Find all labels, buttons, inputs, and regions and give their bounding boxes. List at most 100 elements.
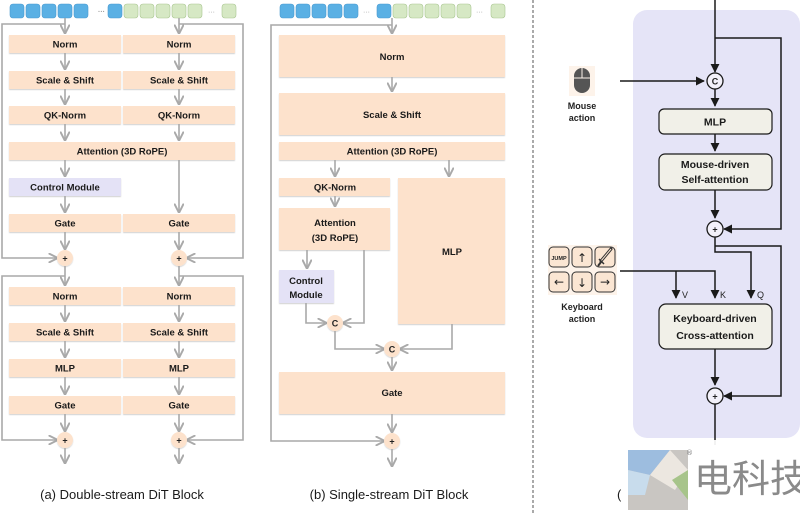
left-arrow-icon: ← (554, 275, 564, 289)
text-token (408, 3, 424, 19)
video-token (311, 3, 327, 19)
add-symbol: + (176, 436, 181, 446)
scale-shift-box (9, 71, 121, 89)
concat-node (384, 341, 400, 357)
mouse-icon (569, 66, 595, 96)
norm-label: Norm (53, 292, 78, 303)
video-token (57, 3, 73, 19)
token-row-b: ··· ··· (279, 3, 506, 19)
mlp-label: MLP (169, 364, 190, 375)
add-symbol: + (712, 225, 717, 235)
up-key (571, 246, 593, 268)
norm-box (9, 35, 121, 53)
residual-line-right (179, 23, 244, 258)
text-token (171, 3, 187, 19)
q-label: Q (757, 290, 764, 300)
key-arrow (620, 270, 720, 299)
token-ellipsis: ··· (208, 9, 215, 16)
text-token (490, 3, 506, 19)
keyboard-attention-label: Cross-attention (676, 330, 754, 342)
mlp-label: MLP (55, 364, 76, 375)
jump-key-label: JUMP (551, 256, 567, 262)
control-module-label: Control (289, 276, 323, 287)
down-key (571, 271, 593, 293)
norm-box (123, 287, 235, 305)
text-token (221, 3, 237, 19)
scale-shift-label: Scale & Shift (363, 110, 422, 121)
gate-label: Gate (54, 401, 75, 412)
token-ellipsis: ··· (363, 9, 370, 16)
concat-symbol: C (389, 345, 396, 355)
arrow (344, 250, 365, 323)
gate-box (9, 396, 121, 414)
scale-shift-label: Scale & Shift (150, 76, 209, 87)
mouse-attention-label: Self-attention (681, 174, 748, 186)
token-row-a: ··· ··· (9, 3, 237, 19)
video-token (295, 3, 311, 19)
concat-symbol: C (332, 319, 339, 329)
panel-a-double-stream: ··· ··· Norm Scale & Shift QK-Norm Norm (1, 3, 244, 502)
attention-label: Attention (314, 218, 356, 229)
mouse-action-label: action (569, 113, 596, 123)
qk-norm-label: QK-Norm (314, 183, 356, 194)
attention-label: (3D RoPE) (312, 233, 358, 244)
caption-c: ( (617, 487, 622, 502)
keyboard-icon: JUMP ↑ ← ↓ → (548, 245, 617, 295)
norm-label: Norm (167, 40, 192, 51)
gate-label: Gate (168, 401, 189, 412)
gate-box (9, 214, 121, 232)
video-token (279, 3, 295, 19)
keyboard-action-label: Keyboard (561, 302, 603, 312)
keyboard-attention-label: Keyboard-driven (673, 313, 756, 325)
scale-shift-label: Scale & Shift (150, 328, 209, 339)
residual-line (270, 24, 392, 441)
control-module-label: Control Module (30, 183, 100, 194)
residual-line (715, 245, 782, 401)
concat-symbol: C (712, 77, 719, 87)
gate-label: Gate (168, 219, 189, 230)
norm-label: Norm (53, 40, 78, 51)
attention-box (279, 208, 390, 250)
norm-box (279, 35, 505, 77)
control-module-label: Module (289, 290, 322, 301)
video-token (107, 3, 123, 19)
down-arrow-icon: ↓ (577, 276, 587, 290)
qk-norm-label: QK-Norm (158, 111, 200, 122)
scale-shift-label: Scale & Shift (36, 328, 95, 339)
video-token (343, 3, 359, 19)
jump-key (548, 246, 570, 268)
mlp-label: MLP (704, 117, 726, 129)
add-symbol: + (176, 254, 181, 264)
residual-line-left (1, 275, 65, 440)
caption-a: (a) Double-stream DiT Block (40, 487, 204, 502)
keyboard-cross-attention-box (658, 303, 773, 350)
add-symbol: + (62, 436, 67, 446)
text-token (456, 3, 472, 19)
mlp-label: MLP (442, 247, 463, 258)
add-symbol: + (62, 254, 67, 264)
video-token (41, 3, 57, 19)
k-label: K (720, 290, 726, 300)
left-key (548, 271, 570, 293)
scale-shift-box (9, 323, 121, 341)
add-node (384, 433, 400, 449)
qk-norm-box (123, 106, 235, 124)
attention-label: Attention (3D RoPE) (347, 147, 438, 158)
attention-box (279, 142, 505, 160)
caption-b: (b) Single-stream DiT Block (310, 487, 469, 502)
query-arrow (714, 237, 756, 299)
scale-shift-box (279, 93, 505, 135)
gate-box (279, 372, 505, 414)
watermark-text: 电科技 (694, 457, 800, 501)
norm-box (123, 35, 235, 53)
mouse-action-label: Mouse (568, 101, 597, 111)
right-key (594, 271, 616, 293)
gate-box (123, 396, 235, 414)
residual-line (715, 37, 782, 234)
scale-shift-label: Scale & Shift (36, 76, 95, 87)
qk-norm-box (279, 178, 390, 196)
scale-shift-box (123, 71, 235, 89)
text-token (392, 3, 408, 19)
norm-label: Norm (380, 52, 405, 63)
